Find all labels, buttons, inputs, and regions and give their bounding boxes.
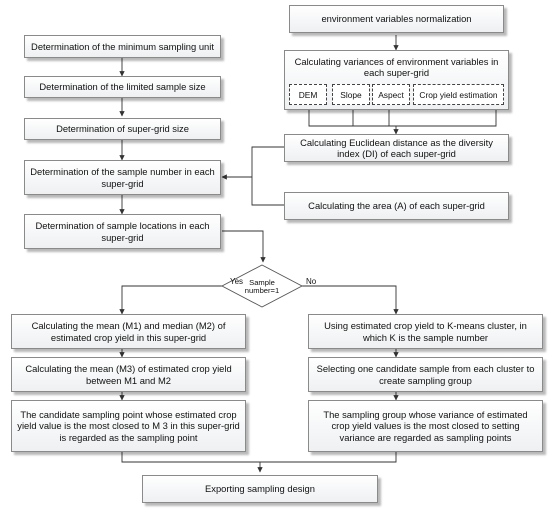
sample-number-box: Determination of the sample number in ea…	[24, 160, 221, 195]
limited-sample-size-text: Determination of the limited sample size	[39, 81, 206, 93]
no-label: No	[306, 277, 317, 286]
mean-median-box: Calculating the mean (M1) and median (M2…	[11, 314, 246, 349]
euclidean-distance-box: Calculating Euclidean distance as the di…	[284, 134, 509, 162]
kmeans-text: Using estimated crop yield to K-means cl…	[324, 320, 527, 343]
kmeans-box: Using estimated crop yield to K-means cl…	[308, 314, 543, 349]
arrow-di-area-to-samplenumber	[251, 146, 284, 206]
min-sampling-unit-box: Determination of the minimum sampling un…	[24, 35, 221, 58]
mean-median-text: Calculating the mean (M1) and median (M2…	[31, 320, 226, 343]
sample-locations-box: Determination of sample locations in eac…	[24, 214, 221, 249]
env-normalization-text: environment variables normalization	[321, 13, 472, 25]
variable-slope: Slope	[332, 84, 370, 105]
sample-locations-text: Determination of sample locations in eac…	[35, 220, 210, 243]
export-box: Exporting sampling design	[142, 475, 378, 503]
variances-text: Calculating variances of environment var…	[294, 56, 499, 79]
limited-sample-size-box: Determination of the limited sample size	[24, 76, 221, 98]
yes-label: Yes	[230, 277, 244, 286]
area-box: Calculating the area (A) of each super-g…	[284, 192, 509, 220]
variable-crop-yield: Crop yield estimation	[413, 84, 504, 105]
export-text: Exporting sampling design	[205, 483, 315, 495]
arrow-yes-branch	[119, 285, 222, 315]
decision-text: Sample number=1	[244, 278, 280, 296]
select-one-box: Selecting one candidate sample from each…	[308, 357, 543, 392]
euclidean-distance-text: Calculating Euclidean distance as the di…	[300, 136, 493, 159]
env-normalization-box: environment variables normalization	[289, 5, 504, 33]
arrow-no-branch	[302, 285, 399, 315]
sampling-group-text: The sampling group whose variance of est…	[323, 408, 528, 443]
sample-number-text: Determination of the sample number in ea…	[30, 166, 215, 189]
arrow-locations-to-decision	[222, 230, 266, 263]
candidate-point-box: The candidate sampling point whose estim…	[11, 400, 246, 452]
min-sampling-unit-text: Determination of the minimum sampling un…	[31, 40, 214, 52]
super-grid-size-box: Determination of super-grid size	[24, 118, 221, 140]
area-text: Calculating the area (A) of each super-g…	[308, 200, 485, 212]
mean-m3-box: Calculating the mean (M3) of estimated c…	[11, 357, 246, 392]
variable-dem: DEM	[289, 84, 327, 105]
sampling-group-box: The sampling group whose variance of est…	[308, 400, 543, 452]
arrow-vars-to-euclid	[308, 106, 497, 127]
candidate-point-text: The candidate sampling point whose estim…	[17, 408, 240, 443]
decision-diamond	[221, 264, 303, 308]
arrow-merge-to-export	[121, 452, 397, 463]
variable-aspect: Aspect	[372, 84, 410, 105]
select-one-text: Selecting one candidate sample from each…	[316, 363, 535, 386]
mean-m3-text: Calculating the mean (M3) of estimated c…	[25, 363, 232, 386]
super-grid-size-text: Determination of super-grid size	[56, 123, 189, 135]
